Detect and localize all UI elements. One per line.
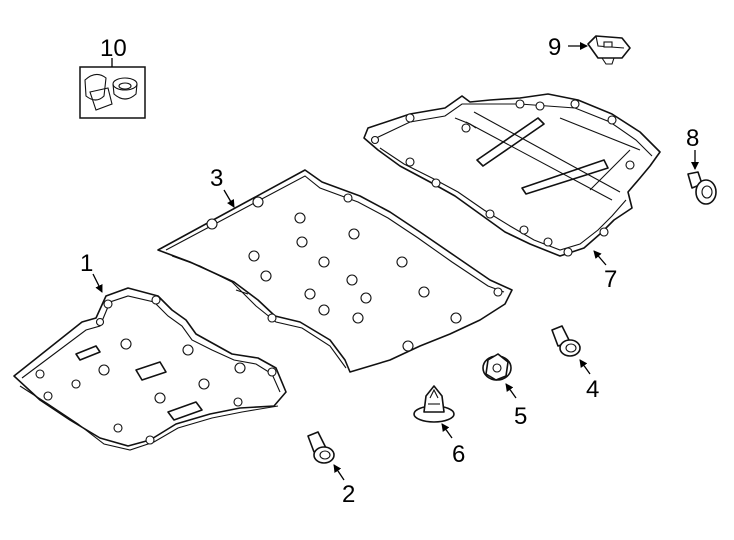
part-1-front-underbody-shield[interactable] <box>13 287 287 451</box>
part-2-bolt[interactable] <box>307 431 335 464</box>
callout-6[interactable]: 6 <box>452 441 465 468</box>
callout-7[interactable]: 7 <box>604 266 617 293</box>
callout-1[interactable]: 1 <box>80 250 93 277</box>
leader-3 <box>223 189 235 208</box>
part-8-bolt[interactable] <box>687 171 717 205</box>
part-5-nut[interactable] <box>482 353 512 381</box>
part-10-kit[interactable] <box>79 66 146 119</box>
leader-5 <box>505 383 517 399</box>
leader-6 <box>441 423 453 439</box>
callout-5[interactable]: 5 <box>514 403 527 430</box>
leader-4 <box>579 359 591 375</box>
part-3-center-underbody-shield[interactable] <box>157 169 513 373</box>
callout-8[interactable]: 8 <box>686 125 699 152</box>
leader-2 <box>333 464 345 481</box>
callout-10[interactable]: 10 <box>100 35 127 62</box>
leader-1 <box>92 273 103 293</box>
part-4-bolt[interactable] <box>551 325 581 357</box>
callout-3[interactable]: 3 <box>210 165 223 192</box>
callout-9[interactable]: 9 <box>548 34 561 61</box>
part-9-clip[interactable] <box>587 35 631 65</box>
part-6-push-clip[interactable] <box>413 385 455 423</box>
callout-2[interactable]: 2 <box>342 481 355 508</box>
callout-4[interactable]: 4 <box>586 376 599 403</box>
leader-7 <box>593 250 607 266</box>
part-7-rear-underbody-shield[interactable] <box>363 93 661 257</box>
